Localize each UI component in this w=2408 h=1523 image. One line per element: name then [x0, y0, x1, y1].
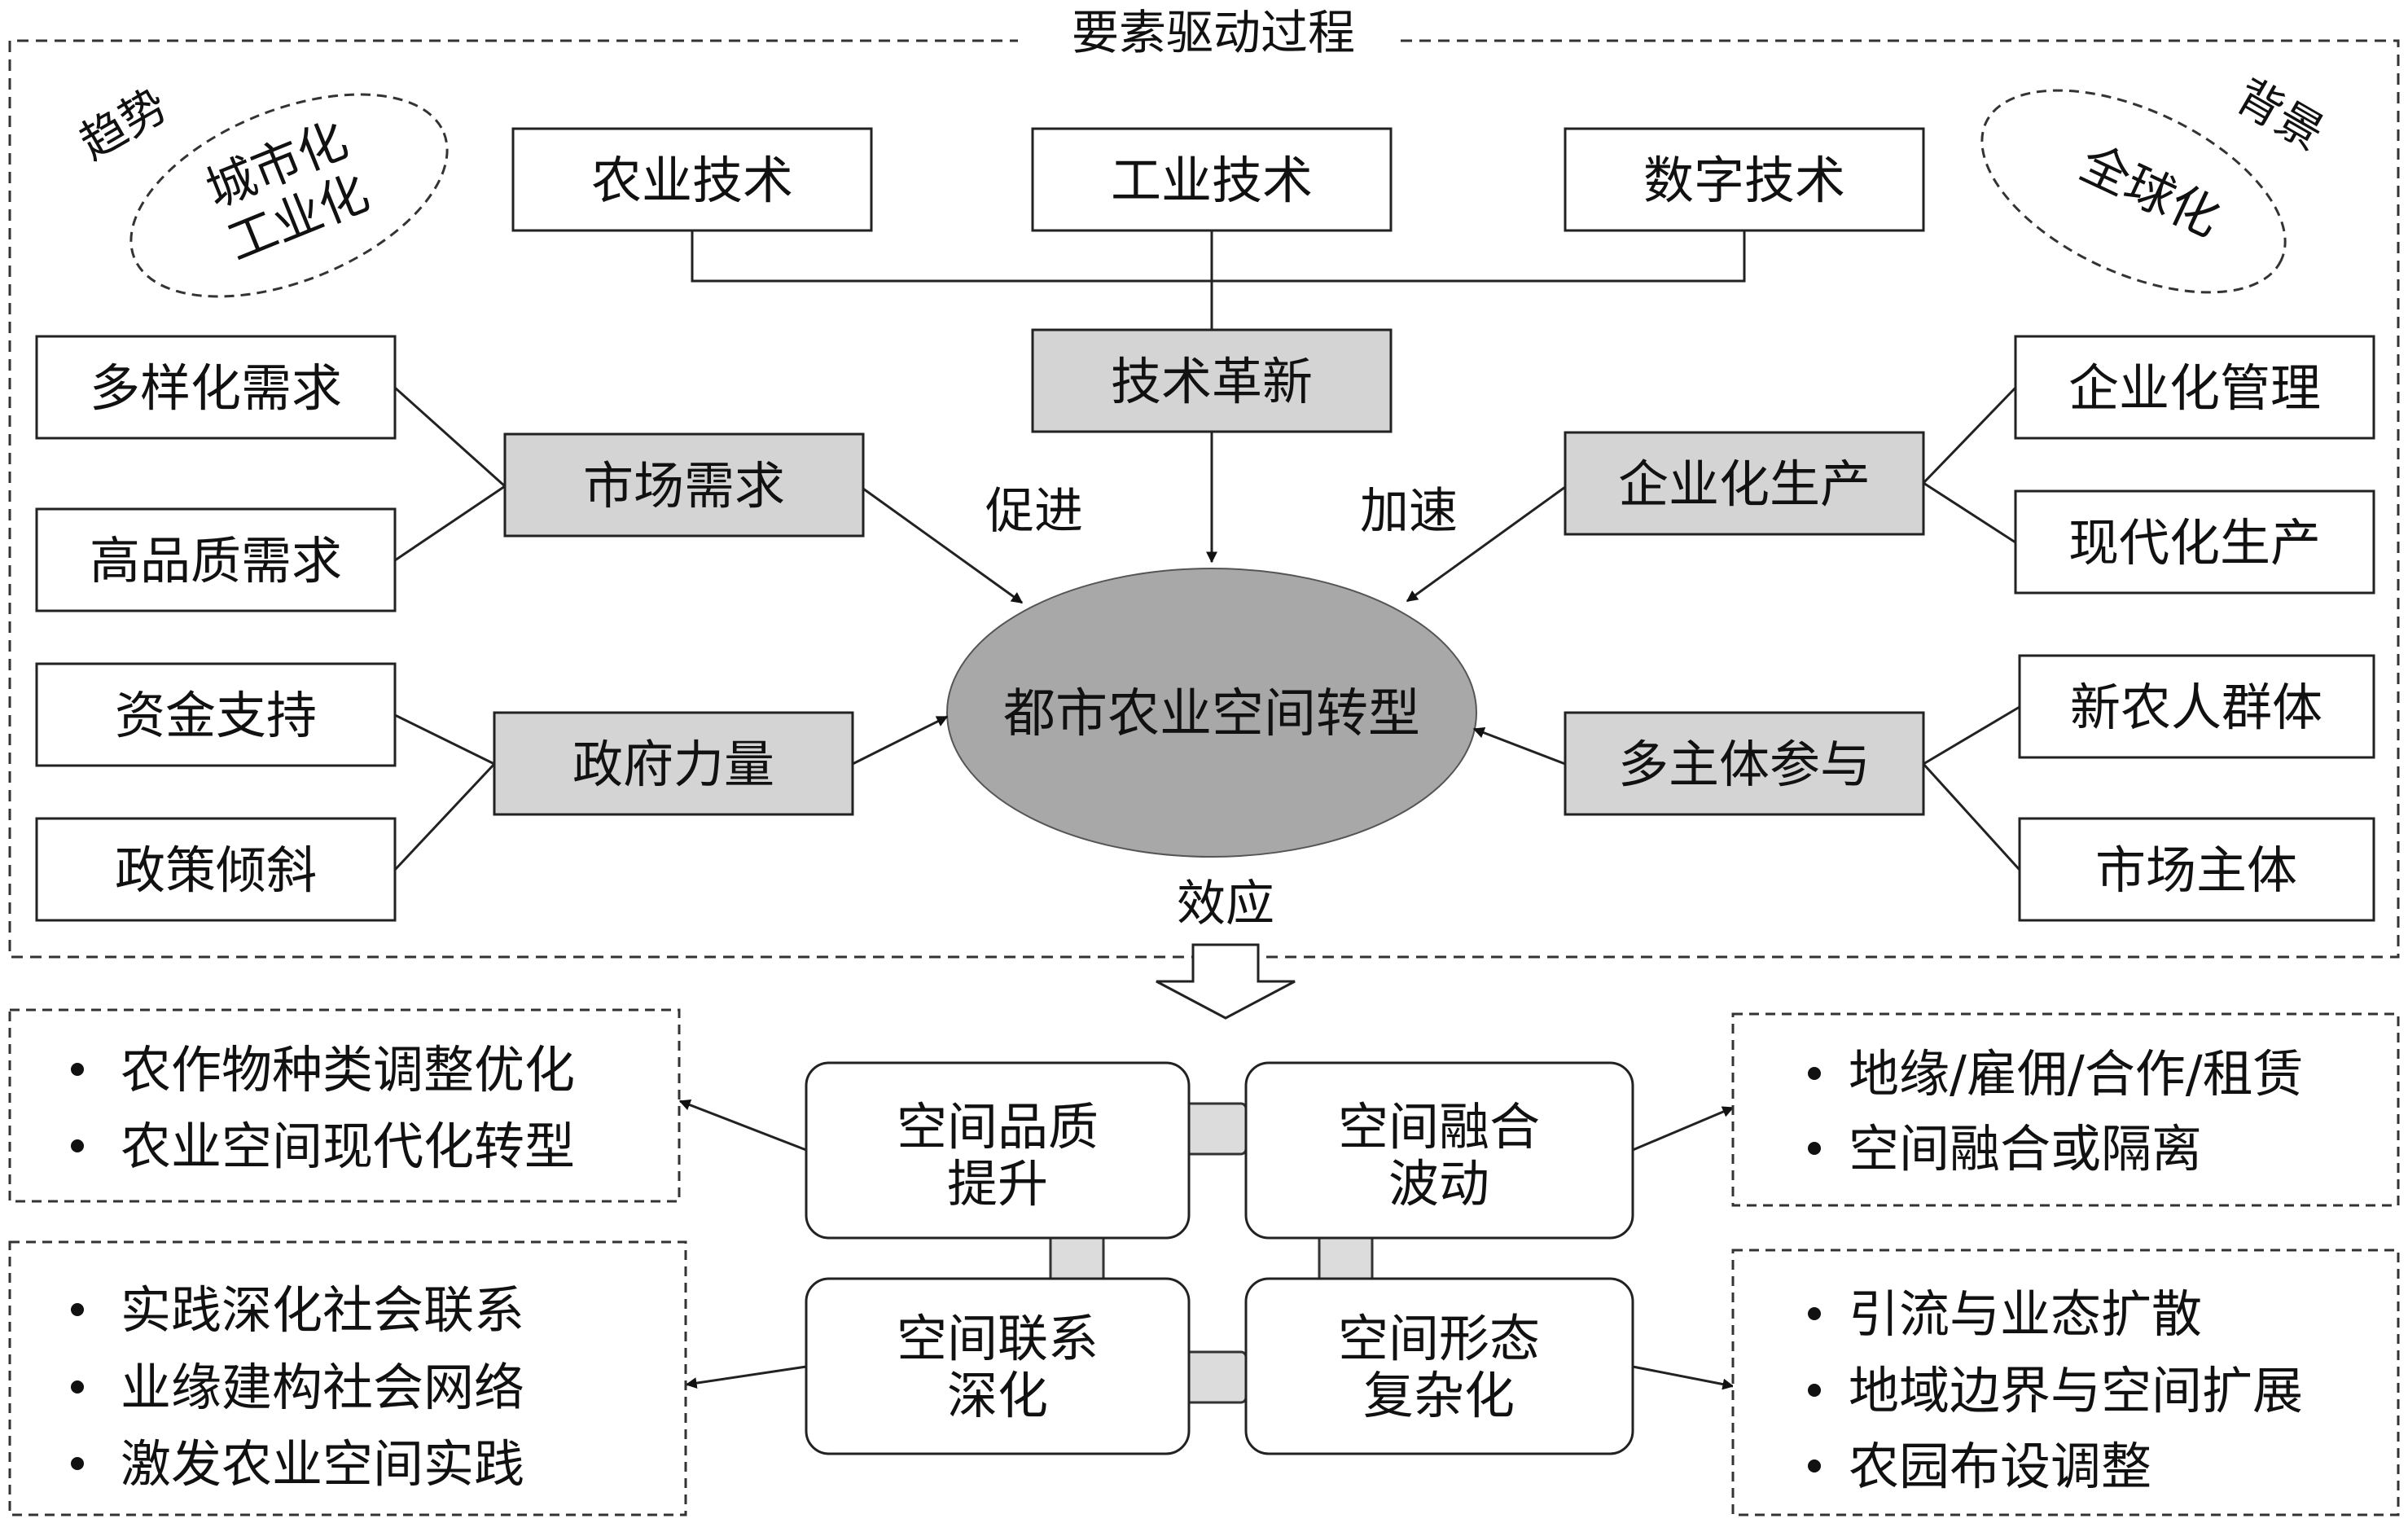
arrow-form-to-bullets	[1632, 1365, 1735, 1390]
svg-text:政策倾斜: 政策倾斜	[115, 841, 317, 900]
svg-text:高品质需求: 高品质需求	[90, 531, 342, 590]
enterprise-production-hub: 企业化生产	[1564, 431, 1925, 536]
government-hub: 政府力量	[493, 711, 854, 816]
gov-input-funding: 资金支持	[35, 662, 397, 767]
effect-box-form: 空间形态 复杂化	[1244, 1277, 1634, 1455]
process-title: 要素驱动过程	[1072, 5, 1355, 60]
svg-text:农作物种类调整优化: 农作物种类调整优化	[121, 1040, 575, 1099]
effect-box-fusion: 空间融合 波动	[1244, 1061, 1634, 1240]
svg-text:政府力量: 政府力量	[572, 735, 774, 794]
svg-text:企业化管理: 企业化管理	[2068, 358, 2321, 418]
effect-bullets-linkage: 实践深化社会联系 业缘建构社会网络 激发农业空间实践	[8, 1240, 687, 1516]
tech-input-connectors	[691, 230, 1746, 330]
actors-input-market-entities: 市场主体	[2018, 817, 2375, 922]
svg-text:多样化需求: 多样化需求	[90, 358, 342, 418]
market-input-quality: 高品质需求	[35, 507, 397, 612]
svg-text:激发农业空间实践: 激发农业空间实践	[121, 1434, 524, 1494]
effect-down-arrow	[1156, 943, 1296, 1020]
actors-input-new-farmers: 新农人群体	[2018, 654, 2375, 759]
tech-innovation-hub: 技术革新	[1031, 328, 1393, 433]
svg-text:空间联系: 空间联系	[897, 1309, 1099, 1368]
svg-text:资金支持: 资金支持	[115, 686, 317, 745]
svg-text:新农人群体: 新农人群体	[2070, 678, 2322, 737]
svg-text:农业空间现代化转型: 农业空间现代化转型	[121, 1117, 575, 1176]
enterprise-input-management: 企业化管理	[2014, 335, 2375, 440]
arrow-market-to-center	[862, 487, 1024, 604]
svg-text:空间融合: 空间融合	[1338, 1097, 1540, 1157]
effect-bullets-form: 引流与业态扩散 地域边界与空间扩展 农园布设调整	[1731, 1249, 2400, 1516]
arrow-gov-to-center	[852, 715, 949, 766]
arrow-linkage-to-bullets	[685, 1365, 807, 1389]
svg-text:数字技术: 数字技术	[1643, 151, 1845, 210]
svg-text:地缘/雇佣/合作/租赁: 地缘/雇佣/合作/租赁	[1849, 1044, 2304, 1104]
gov-input-policy: 政策倾斜	[35, 817, 397, 922]
background-ellipse	[1980, 89, 2287, 294]
tech-input-agriculture: 农业技术	[511, 127, 873, 232]
svg-text:技术革新: 技术革新	[1111, 352, 1313, 411]
market-demand-hub: 市场需求	[503, 432, 865, 538]
arrow-actors-to-center	[1472, 726, 1566, 766]
effect-bullets-fusion: 地缘/雇佣/合作/租赁 空间融合或隔离	[1731, 1012, 2400, 1207]
svg-text:市场需求: 市场需求	[583, 456, 785, 516]
svg-text:农园布设调整: 农园布设调整	[1849, 1437, 2151, 1496]
svg-text:地域边界与空间扩展: 地域边界与空间扩展	[1849, 1361, 2303, 1420]
tech-input-industry: 工业技术	[1031, 127, 1393, 232]
svg-text:引流与业态扩散: 引流与业态扩散	[1849, 1284, 2202, 1344]
label-effect: 效应	[1177, 876, 1274, 933]
trend-ellipse	[129, 93, 449, 298]
process-frame	[8, 39, 2400, 959]
enterprise-connectors	[1922, 386, 2017, 544]
svg-text:都市农业空间转型: 都市农业空间转型	[1003, 684, 1420, 744]
svg-text:市场主体: 市场主体	[2095, 841, 2297, 900]
market-input-diverse: 多样化需求	[35, 335, 397, 440]
effect-box-quality: 空间品质 提升	[805, 1061, 1191, 1240]
label-accelerate: 加速	[1360, 483, 1458, 540]
trend-label: 趋势	[71, 79, 176, 170]
svg-text:工业技术: 工业技术	[1111, 151, 1313, 210]
background-label: 背景	[2227, 69, 2332, 160]
svg-text:现代化生产: 现代化生产	[2068, 513, 2321, 573]
multi-actor-hub: 多主体参与	[1564, 711, 1925, 816]
enterprise-input-modern: 现代化生产	[2014, 489, 2375, 595]
gov-connectors	[393, 713, 496, 871]
market-connectors	[393, 386, 507, 562]
effect-box-linkage: 空间联系 深化	[805, 1277, 1191, 1455]
center-transformation: 都市农业空间转型	[946, 568, 1477, 858]
arrow-enterprise-to-center	[1406, 485, 1566, 603]
svg-text:深化: 深化	[947, 1366, 1048, 1425]
svg-text:多主体参与: 多主体参与	[1618, 735, 1871, 794]
svg-text:空间品质: 空间品质	[897, 1097, 1099, 1157]
tech-input-digital: 数字技术	[1564, 127, 1925, 232]
arrow-quality-to-bullets	[678, 1099, 807, 1152]
svg-text:波动: 波动	[1388, 1154, 1489, 1214]
svg-text:农业技术: 农业技术	[591, 151, 793, 210]
effect-chain-links	[1049, 1102, 1374, 1404]
svg-text:复杂化: 复杂化	[1363, 1366, 1515, 1425]
label-promote: 促进	[985, 483, 1083, 540]
svg-text:实践深化社会联系: 实践深化社会联系	[121, 1280, 524, 1340]
svg-text:空间融合或隔离: 空间融合或隔离	[1849, 1119, 2202, 1178]
svg-text:业缘建构社会网络: 业缘建构社会网络	[121, 1358, 524, 1417]
actors-connectors	[1922, 705, 2021, 871]
background-item-globalization: 全球化	[2072, 134, 2229, 248]
svg-text:提升: 提升	[947, 1154, 1048, 1214]
svg-text:企业化生产: 企业化生产	[1618, 454, 1871, 514]
arrow-fusion-to-bullets	[1632, 1106, 1735, 1152]
svg-text:空间形态: 空间形态	[1338, 1309, 1540, 1368]
effect-bullets-quality: 农作物种类调整优化 农业空间现代化转型	[8, 1008, 681, 1203]
